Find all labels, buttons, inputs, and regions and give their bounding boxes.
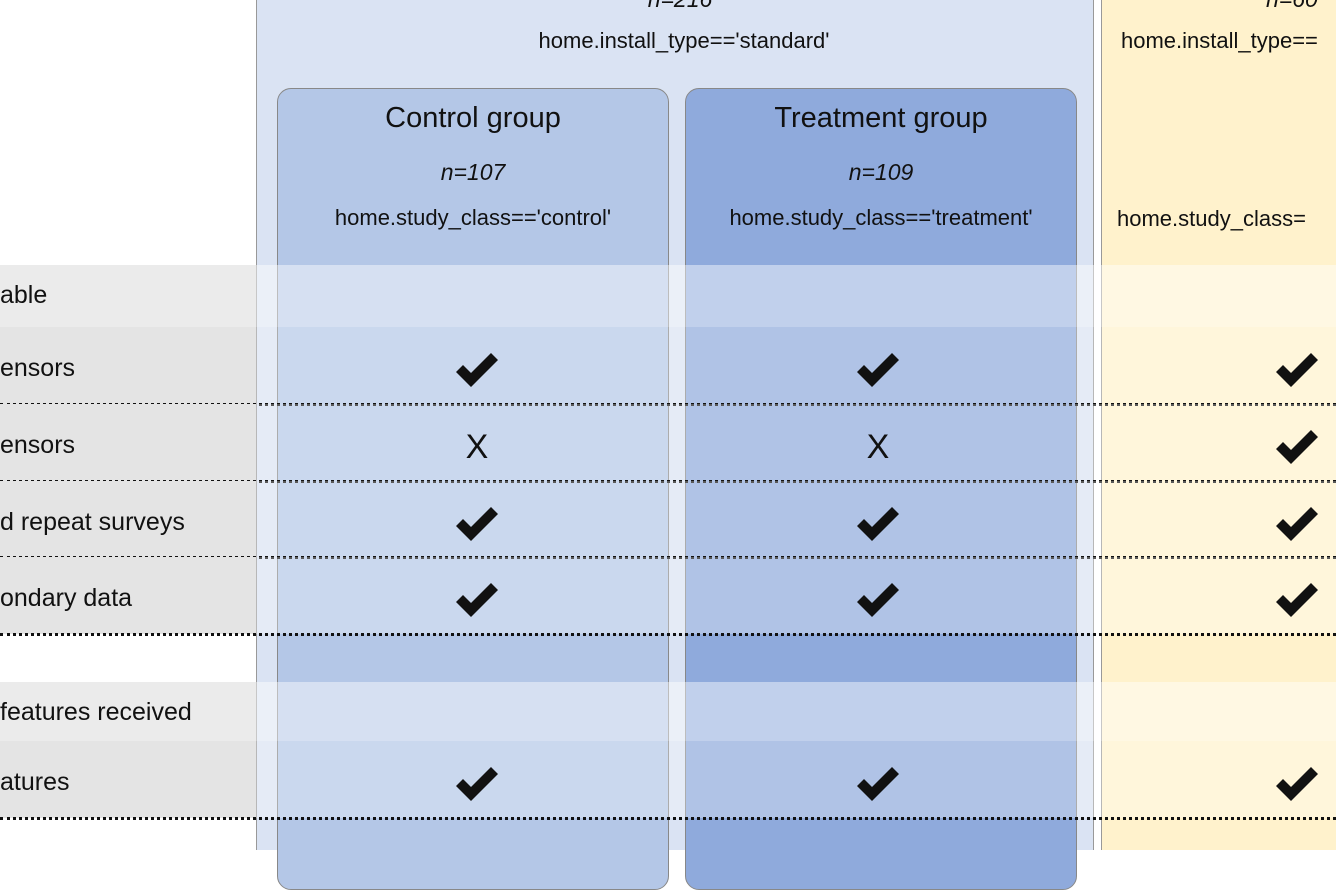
checkmark-icon bbox=[848, 499, 908, 549]
checkmark-icon bbox=[447, 759, 507, 809]
row-divider bbox=[0, 633, 1336, 636]
treatment-group-box bbox=[685, 88, 1077, 890]
checkmark-icon bbox=[848, 759, 908, 809]
row-divider bbox=[0, 480, 1336, 483]
cross-mark: X bbox=[866, 428, 890, 466]
treatment-n: n=109 bbox=[848, 159, 914, 185]
section-header-label: features received bbox=[0, 698, 192, 726]
yellow-condition: home.install_type== bbox=[1121, 28, 1318, 53]
treatment-condition: home.study_class=='treatment' bbox=[729, 205, 1033, 230]
control-group-box bbox=[277, 88, 669, 890]
yellow-study-condition: home.study_class= bbox=[1117, 206, 1306, 231]
cross-mark: X bbox=[465, 428, 489, 466]
yellow-n: n=60 bbox=[1266, 0, 1318, 13]
row-divider bbox=[0, 817, 1336, 820]
row-label-cell bbox=[0, 481, 256, 557]
section-header-label: able bbox=[0, 281, 48, 309]
checkmark-icon bbox=[848, 575, 908, 625]
row-label-cell bbox=[0, 557, 256, 634]
row-label: ensors bbox=[0, 354, 76, 382]
section-header-label-cell bbox=[0, 682, 256, 741]
treatment-title: Treatment group bbox=[774, 102, 988, 134]
section-header-label-cell bbox=[0, 265, 256, 327]
checkmark-icon bbox=[1267, 422, 1327, 472]
checkmark-icon bbox=[1267, 759, 1327, 809]
row-label: ensors bbox=[0, 431, 76, 459]
control-n: n=107 bbox=[440, 159, 506, 185]
checkmark-icon bbox=[1267, 345, 1327, 395]
checkmark-icon bbox=[848, 345, 908, 395]
row-label-cell bbox=[0, 327, 256, 404]
row-label: atures bbox=[0, 768, 70, 796]
row-label: ondary data bbox=[0, 584, 133, 612]
row-label-cell bbox=[0, 404, 256, 481]
checkmark-icon bbox=[447, 575, 507, 625]
other-install-panel bbox=[1101, 0, 1336, 850]
checkmark-icon bbox=[1267, 499, 1327, 549]
row-divider bbox=[0, 556, 1336, 559]
standard-n: n=216 bbox=[580, 0, 780, 13]
checkmark-icon bbox=[447, 345, 507, 395]
row-label-cell bbox=[0, 741, 256, 818]
row-label: d repeat surveys bbox=[0, 508, 185, 536]
checkmark-icon bbox=[1267, 575, 1327, 625]
row-divider bbox=[0, 403, 1336, 406]
control-condition: home.study_class=='control' bbox=[334, 205, 612, 230]
control-title: Control group bbox=[385, 102, 561, 134]
standard-condition: home.install_type=='standard' bbox=[538, 28, 830, 53]
checkmark-icon bbox=[447, 499, 507, 549]
